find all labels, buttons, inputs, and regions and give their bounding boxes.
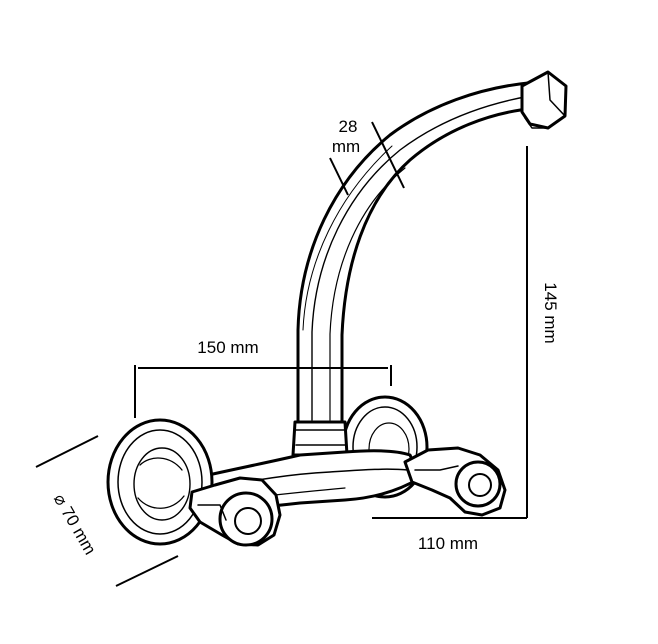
- spout-collar: [291, 420, 349, 457]
- flange-diameter-line-top: [35, 435, 99, 468]
- spout-diameter-leader-left: [329, 157, 349, 196]
- flange-diameter-line-bottom: [115, 555, 179, 587]
- projection-label: 110 mm: [418, 534, 478, 553]
- flange-diameter-label: ⌀ 70 mm: [50, 491, 100, 558]
- left-wall-flange: [106, 418, 214, 546]
- spout-diameter-leader-right: [371, 121, 405, 189]
- faucet-illustration: [106, 70, 568, 547]
- spout-diameter-unit: mm: [332, 137, 360, 156]
- left-valve-handle: [188, 476, 282, 547]
- right-valve-handle: [403, 446, 507, 517]
- swivel-spout: [296, 70, 568, 427]
- dimension-lines: [35, 121, 528, 587]
- spout-height-label: 145 mm: [541, 282, 560, 343]
- centre-distance-label: 150 mm: [197, 338, 258, 357]
- spout-diameter-value: 28: [339, 117, 358, 136]
